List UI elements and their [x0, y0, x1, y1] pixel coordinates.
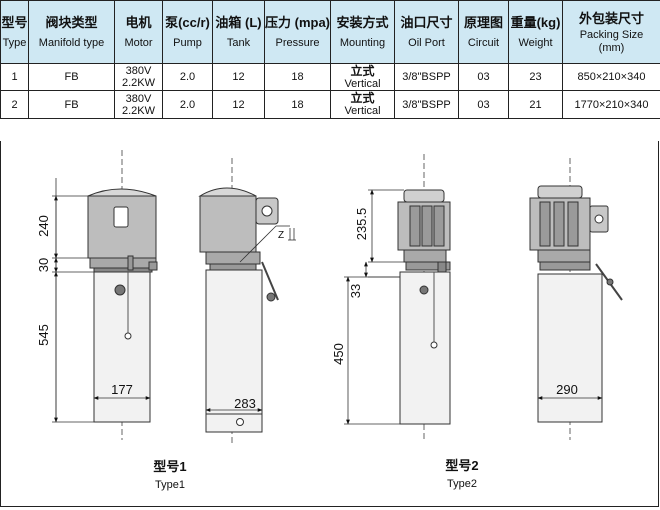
cell-pump: 2.0 — [162, 63, 213, 91]
type1-front-dims — [52, 178, 151, 423]
header-tank: 油箱 (L)Tank — [212, 0, 265, 64]
dim-type1-width-front: 177 — [111, 382, 133, 397]
cell-manifold: FB — [28, 63, 115, 91]
cell-tank: 12 — [212, 63, 265, 91]
caption-type2-cn: 型号2 — [445, 458, 478, 473]
cell-pressure: 18 — [264, 63, 331, 91]
dim-type2-width-side: 290 — [556, 382, 578, 397]
dim-type1-collar-h: 30 — [36, 258, 51, 272]
cell-pump: 2.0 — [162, 90, 213, 119]
cell-circuit: 03 — [458, 63, 509, 91]
cell-pressure: 18 — [264, 90, 331, 119]
type1-side-view — [198, 158, 279, 445]
dim-type1-motor-h: 240 — [36, 215, 51, 237]
type2-front-view — [397, 154, 451, 440]
dim-type2-tank-h: 450 — [331, 343, 346, 365]
header-pressure: 压力 (mpa)Pressure — [264, 0, 331, 64]
cell-weight: 21 — [508, 90, 563, 119]
cell-packing: 850×210×340 — [562, 63, 660, 91]
cell-circuit: 03 — [458, 90, 509, 119]
caption-type1-en: Type1 — [155, 479, 185, 491]
cell-type: 1 — [0, 63, 29, 91]
header-weight: 重量(kg)Weight — [508, 0, 563, 64]
dim-type2-motor-h: 235.5 — [354, 208, 369, 241]
cell-tank: 12 — [212, 90, 265, 119]
header-pump: 泵(cc/r)Pump — [162, 0, 213, 64]
dim-type1-tank-h: 545 — [36, 324, 51, 346]
caption-type1-cn: 型号1 — [153, 459, 186, 474]
cell-type: 2 — [0, 90, 29, 119]
cell-manifold: FB — [28, 90, 115, 119]
drawing-frame — [0, 141, 659, 507]
type2-front-dims — [344, 189, 404, 425]
cell-oil-port: 3/8"BSPP — [394, 90, 459, 119]
port-label: Z — [278, 230, 284, 241]
type1-front-view — [87, 150, 158, 440]
type2-side-dims — [537, 388, 603, 404]
dim-type2-collar-h: 33 — [348, 284, 363, 298]
type1-side-dims — [205, 225, 296, 416]
cell-weight: 23 — [508, 63, 563, 91]
technical-drawing: 240 30 545 177 283 — [36, 150, 623, 491]
dim-type1-width-side: 283 — [234, 396, 256, 411]
cell-packing: 1770×210×340 — [562, 90, 660, 119]
caption-type2-en: Type2 — [447, 478, 477, 490]
cell-oil-port: 3/8"BSPP — [394, 63, 459, 91]
